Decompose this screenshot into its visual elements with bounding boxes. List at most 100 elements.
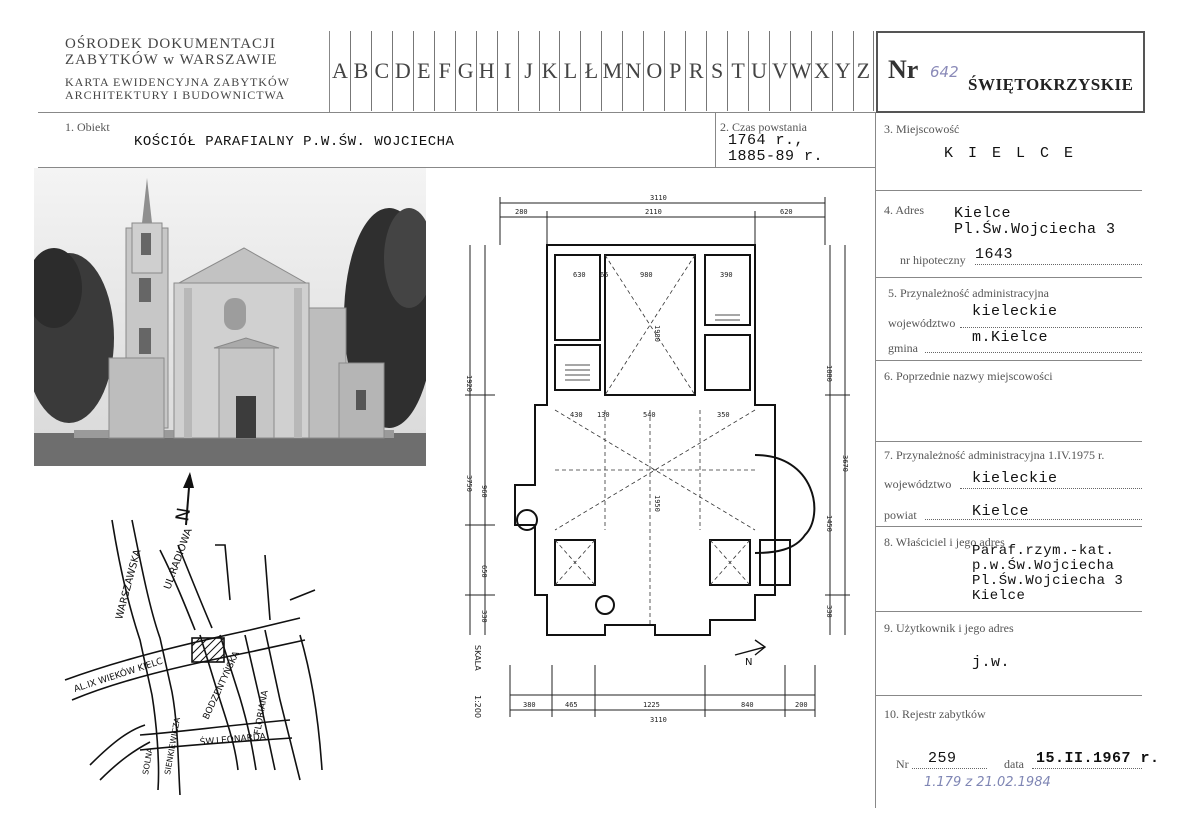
alphabet-letter: O	[643, 31, 664, 111]
rule-6	[876, 441, 1142, 442]
church-photograph	[34, 168, 426, 466]
plan-dim-top-2: 2110	[645, 208, 662, 216]
powiat-label: powiat	[884, 508, 917, 522]
floor-plan-drawing: N 3110 280 2110 620 380 465 1225 840 200…	[455, 185, 875, 735]
plan-room-dim-2: 980	[640, 271, 653, 279]
alphabet-letter: R	[685, 31, 706, 111]
card-title: KARTA EWIDENCYJNA ZABYTKÓW ARCHITEKTURY …	[65, 76, 300, 102]
plan-dim-bottom-1: 380	[523, 701, 536, 709]
alphabet-letter: X	[810, 31, 832, 111]
register-number-box: Nr 642 ŚWIĘTOKRZYSKIE	[876, 31, 1145, 113]
date-value-2: 1885-89 r.	[728, 148, 824, 165]
powiat-dots	[925, 519, 1142, 520]
plan-room-dim-5: 430	[570, 411, 583, 419]
plan-dim-right-4: 330	[825, 605, 833, 618]
admin-label: 5. Przynależność administracyjna	[888, 286, 1049, 300]
register-nr-dots	[912, 768, 987, 769]
plan-dim-left-5: 330	[480, 610, 488, 623]
card-title-line-2: ARCHITEKTURY I BUDOWNICTWA	[65, 88, 286, 102]
plan-room-dim-1: 630	[573, 271, 586, 279]
plan-dim-right-3: 1450	[825, 515, 833, 532]
register-nr-value: 259	[928, 750, 957, 767]
plan-room-dim-9: 1980	[653, 325, 661, 342]
mortgage-label: nr hipoteczny	[900, 253, 966, 267]
plan-room-dim-6: 130	[597, 411, 610, 419]
plan-room-dim-8: 350	[717, 411, 730, 419]
rule-8	[876, 611, 1142, 612]
rule-5	[876, 360, 1142, 361]
owner-value-2: p.w.Św.Wojciecha	[972, 558, 1115, 574]
alphabet-letter: E	[412, 31, 434, 111]
map-street-label-8: SOLNA	[141, 746, 155, 775]
plan-dim-bottom-3: 1225	[643, 701, 660, 709]
header-divider	[329, 31, 330, 113]
rule-7	[876, 526, 1142, 527]
alphabet-letter: K	[538, 31, 560, 111]
rule-9	[876, 695, 1142, 696]
plan-room-dim-4: 65	[600, 271, 608, 279]
plan-dim-left-2: 3750	[465, 475, 473, 492]
register-date-label: data	[1004, 757, 1024, 771]
plan-dim-top-3: 620	[780, 208, 793, 216]
plan-dim-bottom-total: 3110	[650, 716, 667, 724]
powiat-value: Kielce	[972, 503, 1030, 520]
alphabet-letter: P	[664, 31, 685, 111]
alphabet-letter: Y	[831, 31, 853, 111]
alphabet-letter: W	[789, 31, 811, 111]
plan-dim-left-1: 1920	[465, 375, 473, 392]
svg-text:N: N	[172, 506, 195, 523]
user-label: 9. Użytkownik i jego adres	[884, 621, 1014, 635]
floor-plan-svg: N 3110 280 2110 620 380 465 1225 840 200…	[465, 194, 850, 724]
plan-dim-top-1: 280	[515, 208, 528, 216]
locality-value: K I E L C E	[944, 145, 1077, 162]
plan-north-arrow-icon: N	[734, 639, 767, 668]
date-divider	[715, 113, 716, 167]
institution-name: OŚRODEK DOKUMENTACJI ZABYTKÓW w WARSZAWI…	[65, 36, 300, 68]
plan-dim-top-total: 3110	[650, 194, 667, 202]
mortgage-dots	[975, 264, 1142, 265]
institution-line-2: ZABYTKÓW w WARSZAWIE	[65, 52, 278, 68]
mortgage-value: 1643	[975, 246, 1014, 263]
plan-dim-bottom-5: 200	[795, 701, 808, 709]
previous-names-label: 6. Poprzednie nazwy miejscowości	[884, 369, 1053, 383]
north-arrow-icon: N	[172, 472, 195, 526]
map-street-label-5: FLORIANA	[253, 689, 271, 736]
alphabet-letter: U	[748, 31, 769, 111]
register-date-dots	[1032, 768, 1142, 769]
alphabet-letter: B	[349, 31, 371, 111]
plan-scale-value: 1:200	[473, 695, 482, 718]
plan-scale-label: SKALA	[473, 645, 482, 671]
object-row-rule	[38, 167, 876, 168]
register-date-value: 15.II.1967 r.	[1036, 750, 1160, 767]
owner-label: 8. Właściciel i jego adres	[884, 535, 1005, 549]
gmina-dots	[925, 352, 1142, 353]
alphabet-letter: V	[769, 31, 790, 111]
plan-dim-left-4: 650	[480, 565, 488, 578]
plan-dim-left-3: 960	[480, 485, 488, 498]
svg-text:N: N	[745, 657, 752, 668]
date-label: 2. Czas powstania	[720, 120, 807, 134]
address-value-1: Kielce	[954, 205, 1012, 222]
plan-room-dim-7: 540	[643, 411, 656, 419]
user-value: j.w.	[972, 654, 1011, 671]
register-handwritten-note: 1.179 z 21.02.1984	[924, 775, 1051, 790]
alphabet-letter: S	[706, 31, 727, 111]
plan-dim-right-1: 1880	[825, 365, 833, 382]
voivodeship-1975-value: kieleckie	[972, 470, 1058, 487]
locality-label: 3. Miejscowość	[884, 122, 960, 136]
register-label: 10. Rejestr zabytków	[884, 707, 986, 721]
address-label: 4. Adres	[884, 203, 924, 217]
plan-room-dim-10: 1950	[653, 495, 661, 512]
plan-dim-right-2: 3670	[841, 455, 849, 472]
alphabet-letter: M	[601, 31, 622, 111]
plan-dim-bottom-2: 465	[565, 701, 578, 709]
alphabet-letter: Z	[852, 31, 874, 111]
object-value: KOŚCIÓŁ PARAFIALNY P.W.ŚW. WOJCIECHA	[134, 134, 455, 150]
province-stamp: ŚWIĘTOKRZYSKIE	[968, 75, 1134, 94]
right-column-divider	[875, 113, 876, 808]
card-title-line-1: KARTA EWIDENCYJNA ZABYTKÓW	[65, 75, 290, 89]
alphabet-letter: C	[370, 31, 392, 111]
church-photo-image	[34, 168, 426, 466]
